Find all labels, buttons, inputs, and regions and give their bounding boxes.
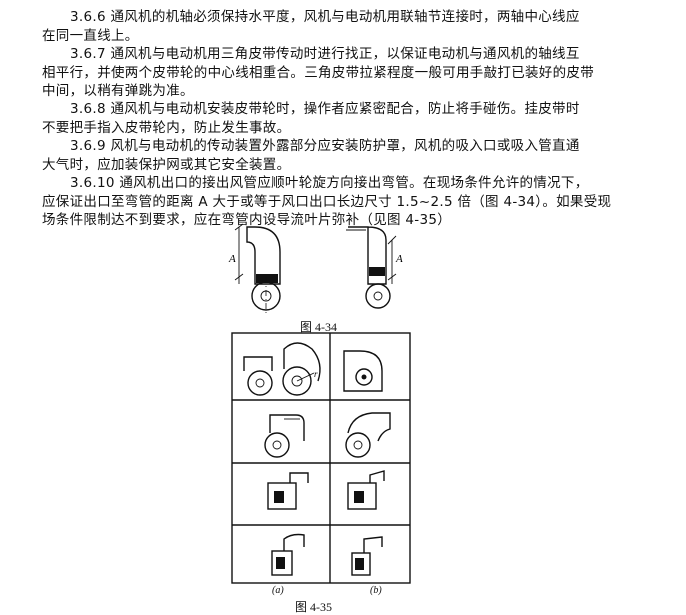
figure-4-34-left-fan-drawing: A [228,223,281,315]
figure-4-35-row1-a: r [243,342,321,396]
column-label-a: (a) [272,585,284,596]
text-line: 3.6.8 通风机与电动机安装皮带轮时，操作者应紧密配合，防止将手碰伤。挂皮带时 [70,101,580,117]
radius-label: r [314,369,318,379]
figure-4-34-right-fan-drawing: A [346,226,403,309]
text-line: 场条件限制达不到要求，应在弯管内设导流叶片弥补（见图 4-35） [42,212,452,228]
figure-4-35-row2-b [345,412,391,458]
figure-4-35-row4-b [351,536,383,576]
paragraph-3-6-7: 3.6.7 通风机与电动机用三角皮带传动时进行找正，以保证电动机与通风机的轴线互… [42,45,638,101]
figure-4-35-row3-b [347,470,385,510]
figure-4-34-caption: 图 4-34 [300,320,337,334]
text-line: 中间，以稍有弹跳为准。 [42,83,194,99]
text-line: 3.6.6 通风机的机轴必须保持水平度，风机与电动机用联轴节连接时，两轴中心线应 [70,9,580,25]
text-line: 应保证出口至弯管的距离 A 大于或等于风口出口长边尺寸 1.5~2.5 倍（图 … [42,193,612,210]
paragraph-3-6-9: 3.6.9 风机与电动机的传动装置外露部分应安装防护罩，风机的吸入口或吸入管直通… [42,137,638,174]
figure-4-35-row3-a [267,472,309,510]
figure-4-35-caption: 图 4-35 [295,600,332,614]
dimension-label-a: A [228,253,236,265]
dimension-label-a: A [395,253,403,265]
figure-4-35-row4-a [271,533,305,576]
text-line: 不要把手指入皮带轮内，防止发生事故。 [42,119,291,136]
paragraph-3-6-8: 3.6.8 通风机与电动机安装皮带轮时，操作者应紧密配合，防止将手碰伤。挂皮带时… [42,100,638,137]
figure-4-35-row1-b [343,350,383,392]
text-line: 3.6.7 通风机与电动机用三角皮带传动时进行找正，以保证电动机与通风机的轴线互 [70,46,580,62]
text-line: 大气时，应加装保护网或其它安全装置。 [42,156,291,173]
column-label-b: (b) [370,585,382,596]
figure-4-35-row2-a [264,414,305,458]
paragraph-3-6-10: 3.6.10 通风机出口的接出风管应顺叶轮旋方向接出弯管。在现场条件允许的情况下… [42,174,638,230]
text-line: 在同一直线上。 [42,27,139,44]
paragraph-3-6-6: 3.6.6 通风机的机轴必须保持水平度，风机与电动机用联轴节连接时，两轴中心线应… [42,8,638,45]
text-line: 3.6.9 风机与电动机的传动装置外露部分应安装防护罩，风机的吸入口或吸入管直通 [70,138,580,154]
text-line: 3.6.10 通风机出口的接出风管应顺叶轮旋方向接出弯管。在现场条件允许的情况下… [70,175,589,191]
text-line: 相平行，并使两个皮带轮的中心线相重合。三角皮带拉紧程度一般可用手敲打已装好的皮带 [42,64,594,81]
figure-4-35-grid: r [231,332,411,584]
